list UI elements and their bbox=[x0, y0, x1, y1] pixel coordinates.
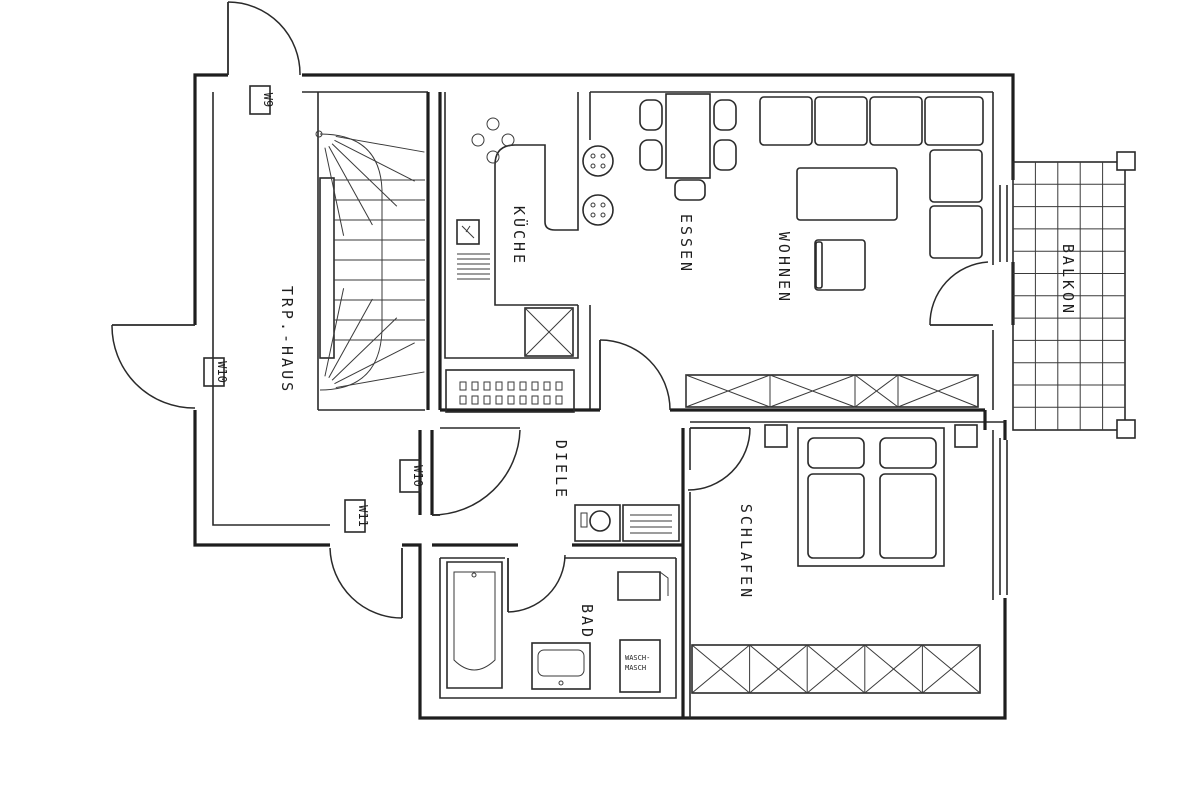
wall-tag-w10-diele: W10 bbox=[411, 465, 425, 487]
balcony bbox=[1012, 151, 1136, 439]
drainboard-icon bbox=[457, 253, 490, 280]
coffee-table bbox=[796, 167, 898, 221]
dining-chair bbox=[713, 99, 737, 131]
dining-set bbox=[582, 93, 737, 226]
bathtub bbox=[446, 561, 503, 689]
kitchen-cabinet bbox=[524, 307, 574, 357]
room-label-schlafen: SCHLAFEN bbox=[737, 504, 755, 600]
wall-tag-box bbox=[399, 459, 421, 493]
wall-tag-w9: W9 bbox=[261, 93, 275, 107]
doors bbox=[111, 1, 993, 619]
wall-tag-box bbox=[249, 85, 271, 115]
living-room-furniture bbox=[685, 96, 984, 408]
armchair bbox=[814, 239, 866, 291]
room-label-bad: BAD bbox=[578, 604, 596, 640]
wall-tag-w10-left: W10 bbox=[215, 361, 229, 383]
room-label-treppenhaus: TRP.-HAUS bbox=[278, 286, 296, 394]
washing-machine bbox=[619, 639, 661, 693]
staircase bbox=[315, 92, 425, 411]
sink-icon bbox=[456, 219, 480, 245]
plant-pot-icon bbox=[582, 145, 614, 177]
room-label-diele: DIELE bbox=[552, 440, 570, 500]
dining-chair bbox=[713, 139, 737, 171]
hallway-fittings bbox=[574, 504, 680, 542]
storage-shelf bbox=[445, 369, 575, 413]
room-label-balkon: BALKON bbox=[1059, 244, 1077, 316]
washer-label: WASCH- MASCH bbox=[625, 654, 655, 672]
wall-tags: W9 W10 W10 W11 bbox=[203, 85, 425, 533]
bathroom-fittings: WASCH- MASCH bbox=[446, 561, 669, 693]
room-label-essen: ESSEN bbox=[677, 214, 695, 274]
dining-table bbox=[665, 93, 711, 179]
room-labels: TRP.-HAUS KÜCHE ESSEN WOHNEN BALKON DIEL… bbox=[278, 206, 1077, 640]
bedroom-furniture bbox=[691, 424, 981, 694]
outer-walls bbox=[193, 73, 1015, 720]
shoe-cabinet bbox=[622, 504, 680, 542]
wall-tag-box bbox=[203, 357, 225, 387]
sofa bbox=[759, 96, 984, 259]
pillow bbox=[879, 437, 937, 469]
plant-pot-icon bbox=[582, 194, 614, 226]
wall-unit bbox=[685, 374, 979, 408]
stove-burners-icon bbox=[471, 117, 515, 164]
wall-tag-w11: W11 bbox=[356, 505, 370, 527]
room-label-kueche: KÜCHE bbox=[510, 206, 529, 266]
dining-chair bbox=[674, 179, 706, 201]
room-label-wohnen: WOHNEN bbox=[775, 232, 793, 304]
kitchen-fittings bbox=[445, 117, 579, 413]
wall-tag-box bbox=[344, 499, 366, 533]
dining-chair bbox=[639, 139, 663, 171]
toilet bbox=[617, 571, 661, 601]
pillow bbox=[807, 437, 865, 469]
dining-chair bbox=[639, 99, 663, 131]
nightstand bbox=[764, 424, 788, 448]
nightstand bbox=[954, 424, 978, 448]
interior-walls bbox=[418, 91, 1005, 718]
dryer bbox=[574, 504, 621, 542]
